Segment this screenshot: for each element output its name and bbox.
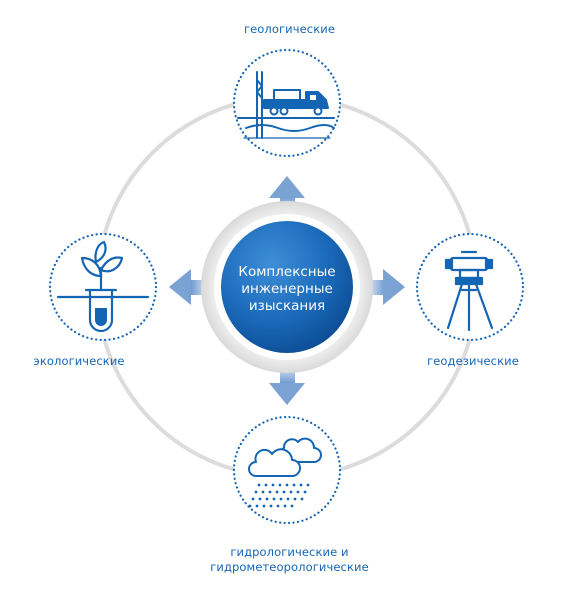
center-title-line-2: инженерные (241, 281, 333, 297)
label-hydrological-line-1: гидрологические и (230, 545, 349, 559)
label-geodetic: геодезические (427, 354, 519, 368)
label-ecological: экологические (33, 354, 125, 368)
node-left (48, 232, 158, 342)
theodolite-tripod-icon (444, 250, 494, 332)
center-disc (221, 221, 353, 353)
rain-clouds-icon (248, 437, 322, 508)
drilling-truck-icon (237, 71, 335, 139)
label-geological: геологические (243, 22, 336, 36)
center-title-line-1: Комплексные (238, 264, 336, 280)
center-title: Комплексные инженерные изыскания (222, 264, 352, 315)
label-hydrological-line-2: гидрометеорологические (210, 560, 369, 574)
label-hydrological: гидрологические и гидрометеорологические (0, 545, 579, 575)
center-title-line-3: изыскания (248, 298, 326, 314)
plant-test-tube-icon (56, 240, 150, 333)
